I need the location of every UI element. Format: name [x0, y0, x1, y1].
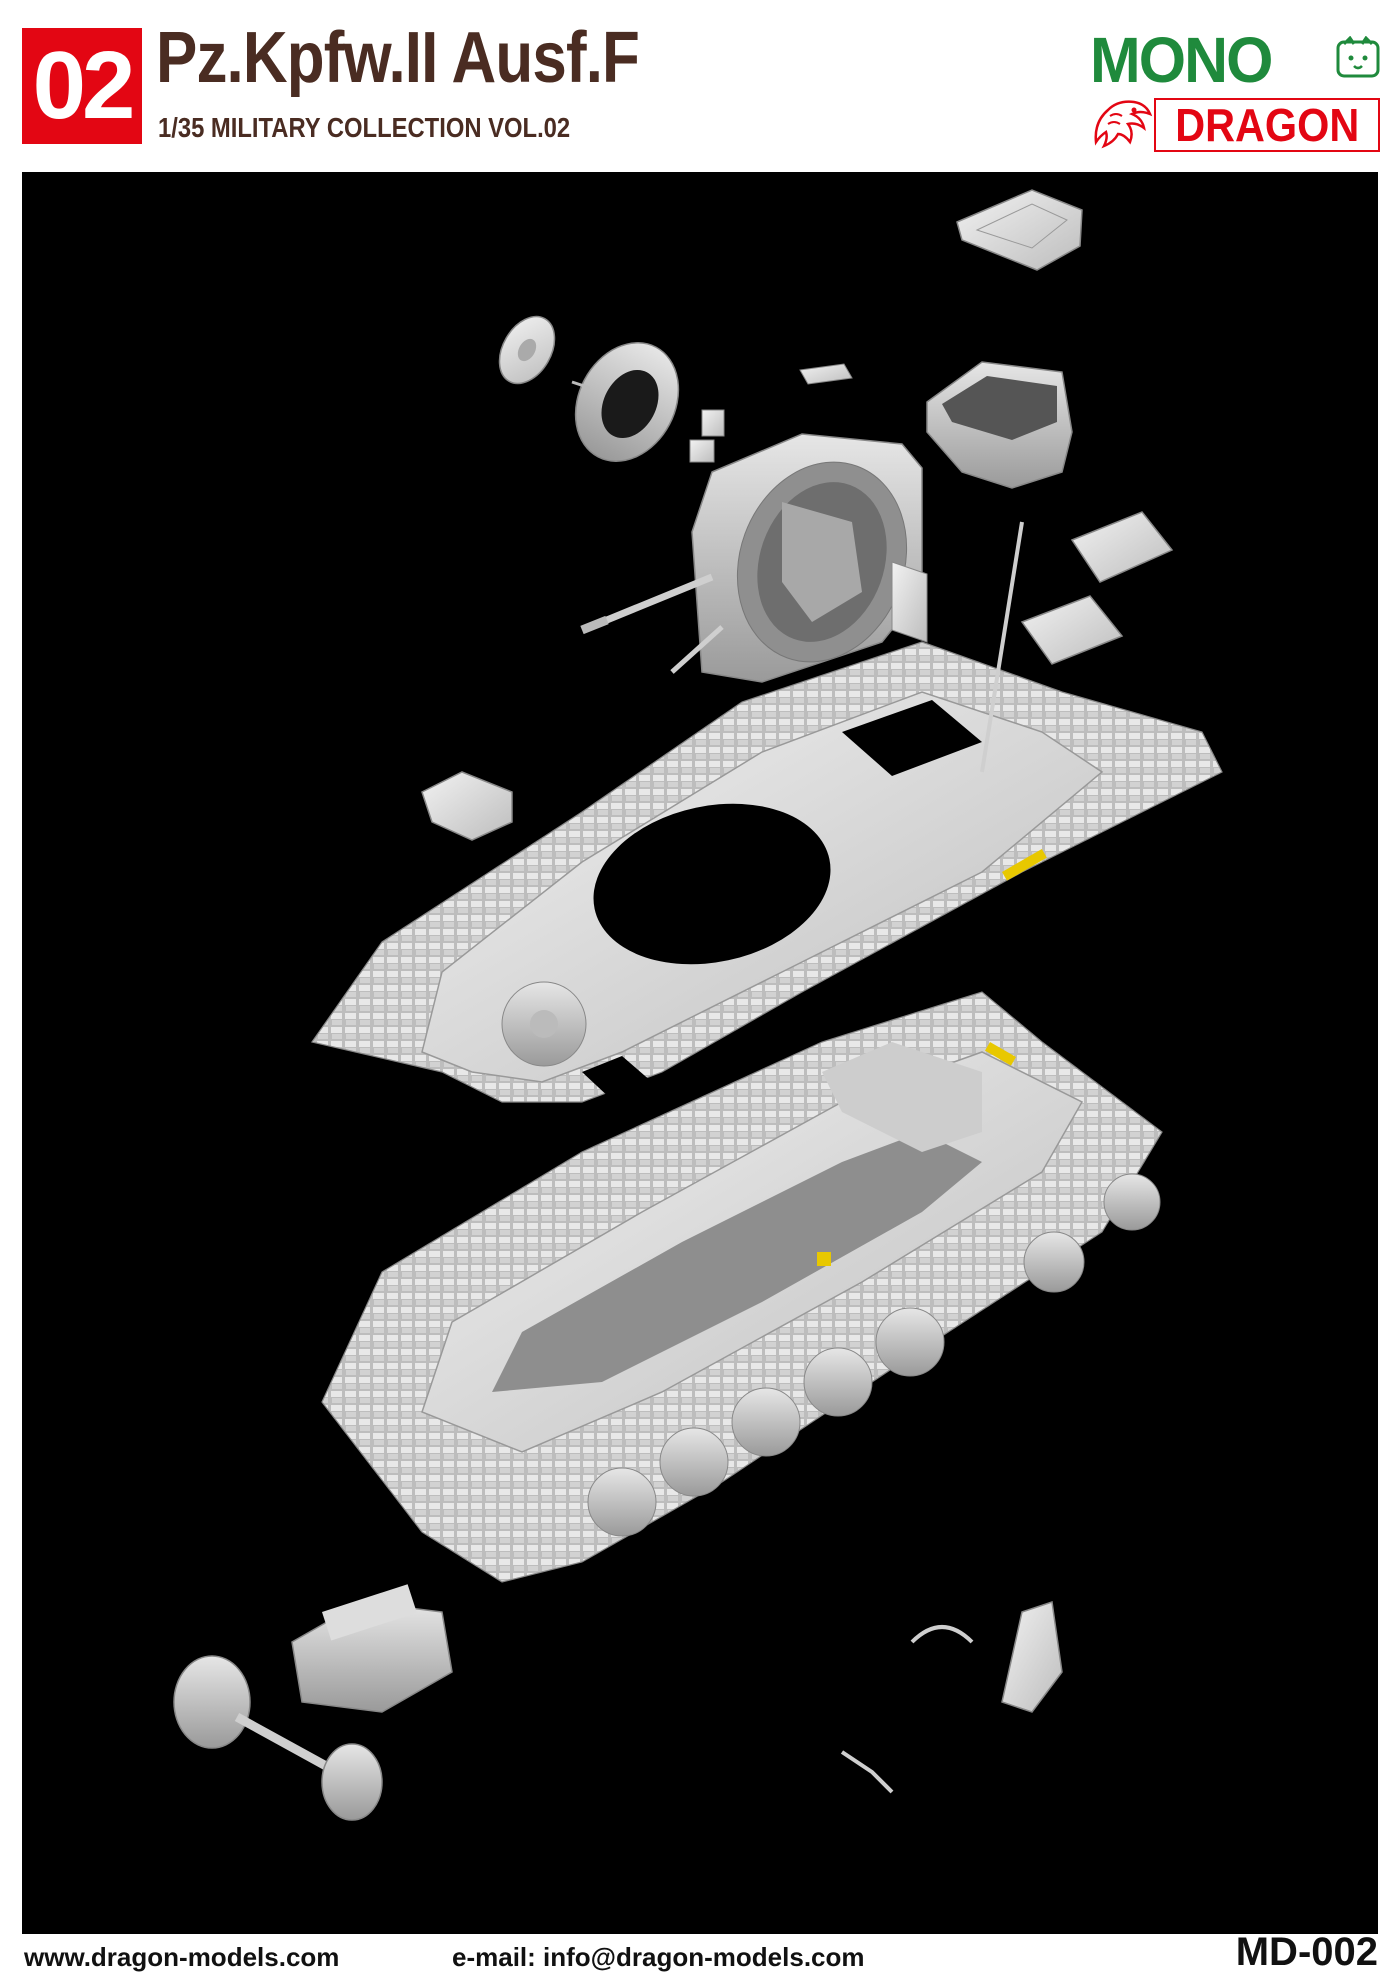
turret-part — [580, 433, 928, 683]
upper-hull-part — [310, 521, 1223, 1103]
lever-part — [840, 1750, 894, 1794]
wheel-disc-part — [498, 315, 556, 385]
brand-logo: MONO DRAGON — [1090, 28, 1380, 154]
side-hatch-parts — [421, 511, 1174, 841]
footer-website: www.dragon-models.com — [24, 1942, 340, 1972]
issue-number-badge: 02 — [22, 28, 142, 144]
footer-email: e-mail: info@dragon-models.com — [452, 1942, 865, 1972]
exploded-view-panel — [22, 172, 1378, 1934]
drive-axle-part — [173, 1655, 383, 1821]
dragon-emblem-icon — [1094, 100, 1153, 149]
engine-part — [291, 1584, 453, 1713]
product-code: MD-002 — [1235, 1930, 1378, 1974]
turret-hatch-part — [956, 189, 1083, 271]
logo-dragon-box: DRAGON — [1154, 98, 1380, 152]
lower-hull-part — [321, 991, 1163, 1583]
mantlet-ring-part — [571, 342, 680, 462]
seat-part — [910, 1601, 1063, 1713]
exploded-kit-illustration — [173, 189, 1223, 1821]
mono-face-icon — [1336, 36, 1380, 78]
logo-dragon-text: DRAGON — [1174, 99, 1359, 151]
page-subtitle: 1/35 MILITARY COLLECTION VOL.02 — [158, 112, 571, 143]
small-bracket-parts — [689, 363, 853, 463]
page-title: Pz.Kpfw.II Ausf.F — [156, 18, 640, 98]
logo-mono-text: MONO — [1090, 24, 1273, 96]
turret-rear-bin-part — [926, 361, 1073, 489]
